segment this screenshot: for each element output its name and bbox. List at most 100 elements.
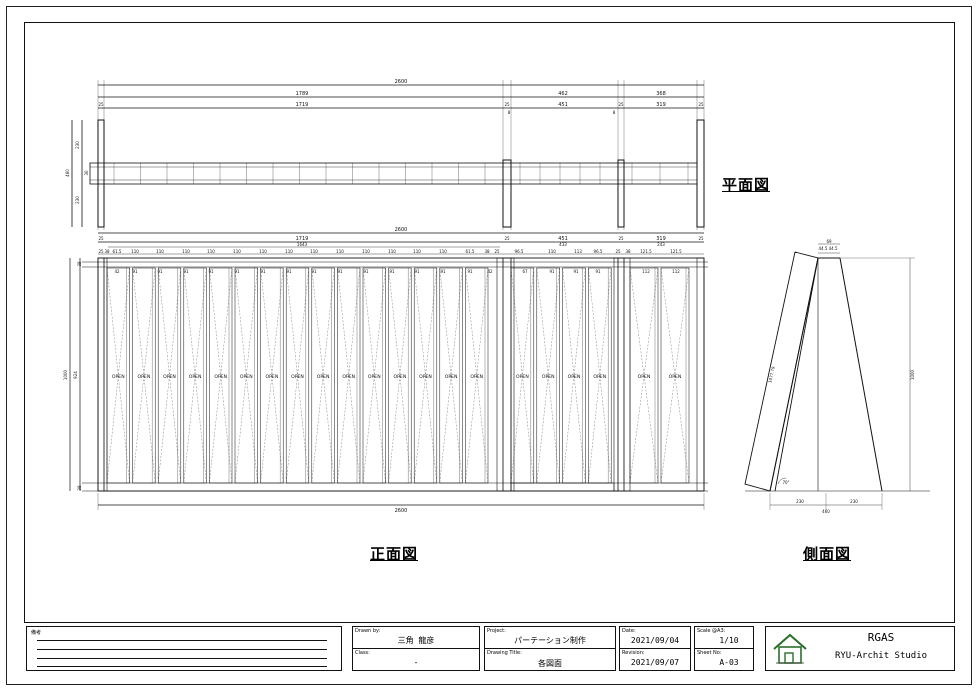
front-panel-dim: 91 xyxy=(337,269,343,274)
plan-depth-dim: 230 xyxy=(75,196,80,204)
open-label: OPEN xyxy=(419,374,432,380)
panel xyxy=(311,267,335,484)
plan-end-dim: 25 xyxy=(504,102,510,107)
front-top-dim: 110 xyxy=(439,249,447,254)
panel xyxy=(629,267,659,484)
front-panel-dim: 112 xyxy=(642,269,650,274)
plan-section-dim: 368 xyxy=(656,91,666,97)
front-end-dim: 25 xyxy=(504,236,510,241)
open-label: OPEN xyxy=(240,374,253,380)
drawing-area-border xyxy=(24,22,955,623)
panel-cross xyxy=(388,267,412,484)
revision-label: Revision: xyxy=(622,650,645,656)
front-panel-dim: 91 xyxy=(311,269,317,274)
date-label: Date: xyxy=(622,628,636,634)
panel xyxy=(362,267,386,484)
front-top-dim: 110 xyxy=(131,249,139,254)
date-box: Date: 2021/09/04 Revision: 2021/09/07 xyxy=(619,626,691,671)
open-label: OPEN xyxy=(138,374,151,380)
panel-cross xyxy=(158,267,181,484)
plan-end-dim: 25 xyxy=(618,102,624,107)
side-bottom-total-dim: 460 xyxy=(822,509,830,514)
panel-cross xyxy=(362,267,386,484)
open-label: OPEN xyxy=(394,374,407,380)
front-panel-dim: 91 xyxy=(573,269,579,274)
front-inner-dim: 1643 xyxy=(297,242,308,247)
scale-value: 1/10 xyxy=(719,636,739,645)
front-section-dim: 451 xyxy=(558,236,568,242)
front-top-dim: 121.5 xyxy=(670,249,682,254)
remarks-label: 備考 xyxy=(31,630,42,636)
panel-cross xyxy=(660,267,690,484)
panel-cross xyxy=(209,267,233,484)
panel xyxy=(439,267,463,484)
panel-cross xyxy=(106,267,130,484)
company-logo-icon xyxy=(773,633,807,664)
front-top-dim: 110 xyxy=(310,249,318,254)
front-top-dim: 110 xyxy=(413,249,421,254)
panel-cross xyxy=(337,267,361,484)
front-end-dim: 25 xyxy=(698,236,704,241)
panel-cross xyxy=(562,267,586,484)
front-inner-dim: 433 xyxy=(559,242,567,247)
panel xyxy=(106,267,130,484)
panel-cross xyxy=(209,267,233,484)
front-top-dim: 110 xyxy=(285,249,293,254)
sheet-label: Sheet No: xyxy=(697,650,722,656)
front-panel-dim: 91 xyxy=(157,269,163,274)
plan-end-dim: 25 xyxy=(698,102,704,107)
remarks-line xyxy=(37,666,327,667)
panel-cross xyxy=(629,267,659,484)
post xyxy=(97,257,105,492)
front-panel-dim: 91 xyxy=(363,269,369,274)
front-top-dim: 110 xyxy=(156,249,164,254)
side-top-dim: 44.5 44.5 xyxy=(818,246,838,251)
front-panel-dim: 112 xyxy=(672,269,680,274)
plan-subsection-dim: 319 xyxy=(656,102,666,108)
side-bottom-dim: 230 xyxy=(850,499,858,504)
open-label: OPEN xyxy=(470,374,483,380)
front-panel-dim: 91 xyxy=(389,269,395,274)
plan-subsection-dim: 451 xyxy=(558,102,568,108)
panel xyxy=(157,267,182,484)
project-box: Project: パーテーション制作 Drawing Title: 各図面 xyxy=(484,626,616,671)
project-value: パーテーション制作 xyxy=(514,636,586,645)
front-rail-dim: 38 xyxy=(77,261,82,267)
sheet-value: A-03 xyxy=(719,658,739,667)
open-label: OPEN xyxy=(112,374,125,380)
front-top-dim: 25 xyxy=(98,249,104,254)
divider xyxy=(695,648,753,649)
open-label: OPEN xyxy=(214,374,227,380)
panel xyxy=(465,267,489,484)
panel-cross xyxy=(260,267,284,484)
studio-name: RYU-Archit Studio xyxy=(834,651,928,661)
front-end-dim: 25 xyxy=(98,236,104,241)
post xyxy=(502,257,512,492)
plan-edge-dim: 8 xyxy=(613,110,616,115)
revision-value: 2021/09/07 xyxy=(630,658,680,667)
front-height-dim: 1000 xyxy=(63,369,68,380)
plan-view-title: 平面図 xyxy=(722,176,771,194)
post xyxy=(502,159,512,228)
panel xyxy=(132,267,156,484)
front-section-dim: 319 xyxy=(656,236,666,242)
panel-cross xyxy=(562,267,586,484)
side-diagonal-dim: 1077.79 xyxy=(767,366,775,384)
front-panel-dim: 91 xyxy=(286,269,292,274)
drawn-by-box: Drawn by: 三角 龍彦 Class: - xyxy=(352,626,480,671)
open-label: OPEN xyxy=(568,374,581,380)
front-panel-dim: 91 xyxy=(208,269,214,274)
front-top-dim: 96.5 xyxy=(594,249,603,254)
open-label: OPEN xyxy=(317,374,330,380)
post xyxy=(97,119,105,228)
panel-cross xyxy=(260,267,284,484)
front-top-dim: 110 xyxy=(233,249,241,254)
remarks-line xyxy=(37,640,327,641)
post xyxy=(617,257,625,492)
front-overall-bottom-dim: 2600 xyxy=(395,508,408,514)
front-top-dim: 38 xyxy=(625,249,631,254)
open-label: OPEN xyxy=(368,374,381,380)
panel xyxy=(285,267,310,484)
